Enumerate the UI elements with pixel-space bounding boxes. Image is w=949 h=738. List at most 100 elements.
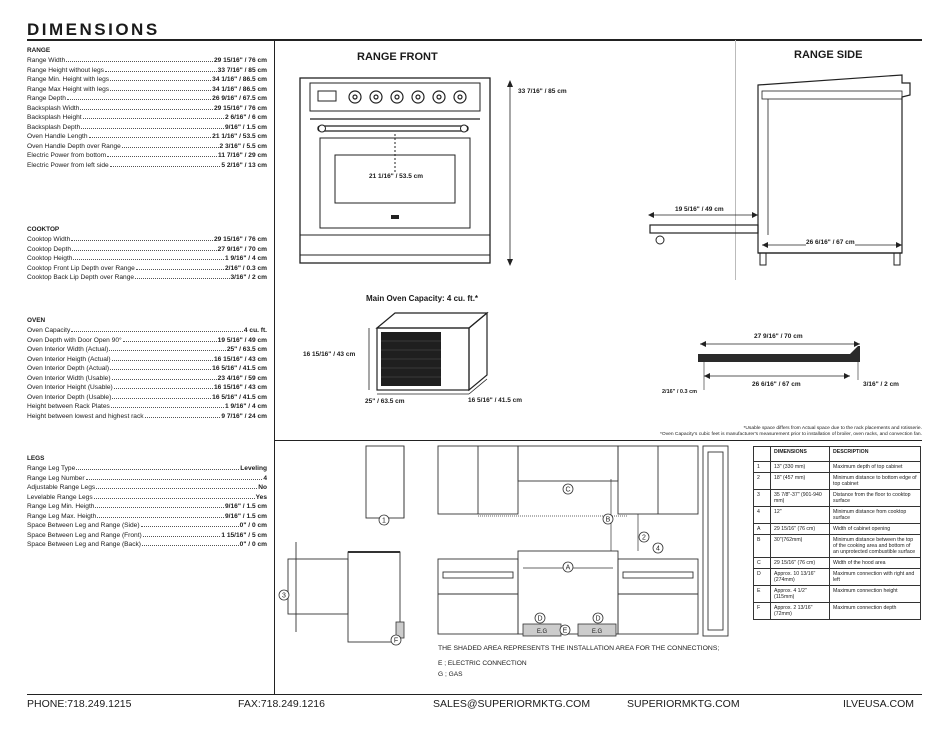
spec-row: Backsplash Depth 9/16" / 1.5 cm <box>27 123 267 133</box>
range-side-drawing <box>648 74 911 266</box>
side-body <box>757 74 911 254</box>
leader-dots <box>85 478 263 480</box>
spec-label: Space Between Leg and Range (Back) <box>27 541 141 548</box>
table-cell: D <box>753 568 771 586</box>
installation-drawing: 1 2 3 4 A B C D D E F E.G E.G <box>278 445 729 646</box>
marker-e-label: E <box>563 628 568 635</box>
table-header-cell <box>753 446 771 462</box>
spec-value: 1 9/16" / 4 cm <box>225 255 267 262</box>
marker-d-right <box>592 612 604 624</box>
range-side-title: RANGE SIDE <box>794 49 863 61</box>
cooktop-profile-drawing <box>698 341 860 390</box>
marker-d-left <box>534 612 546 624</box>
footer-rule <box>27 694 922 695</box>
table-cell: Maximum connection depth <box>829 602 921 620</box>
spec-row: Oven Interior Depth (Actual) 16 5/16" / 4… <box>27 364 267 374</box>
spec-label: Range Height without legs <box>27 66 104 74</box>
spec-label: Cooktop Front Lip Depth over Range <box>27 264 135 272</box>
spec-label: Range Leg Min. Heigth <box>27 503 95 510</box>
spec-row: Space Between Leg and Range (Front)1 15/… <box>27 531 267 541</box>
spec-label: Electric Power from bottom <box>27 152 107 159</box>
table-cell: Approx. 10 13/16" (274mm) <box>770 568 830 586</box>
spec-row: Electric Power from bottom 11 7/16" / 29 … <box>27 151 267 161</box>
spec-value: 2 3/16" / 5.5 cm <box>219 142 267 150</box>
page-title: DIMENSIONS <box>27 20 160 39</box>
spec-value: 21 1/16" / 53.5 cm <box>212 133 267 140</box>
panel-indicator <box>317 90 337 102</box>
table-cell: Width of the hood area <box>829 557 921 569</box>
marker-a-label: A <box>566 565 571 572</box>
table-cell: 4 <box>753 506 771 524</box>
spec-value: Leveling <box>240 465 267 472</box>
leader-dots <box>97 516 225 518</box>
spec-label: Backsplash Depth <box>27 123 81 131</box>
table-cell: Approx. 4 1/2" (115mm) <box>770 585 830 603</box>
table-cell: 35 7/8"-37" (901-940 mm) <box>770 489 830 507</box>
footer-website-ilve[interactable]: ILVEUSA.COM <box>843 698 914 710</box>
spec-value: 27 9/16" / 70 cm <box>217 245 267 253</box>
spec-label: Space Between Leg and Range (Side) <box>27 522 140 529</box>
marker-1 <box>378 514 390 526</box>
spec-value: 29 15/16" / 76 cm <box>214 57 267 64</box>
eg-label-left: E.G <box>537 629 548 635</box>
spec-value: 16 5/16" / 41.5 cm <box>212 365 267 372</box>
spec-value: 9/16" / 1.5 cm <box>225 503 267 510</box>
spec-label: Oven Interior Depth (Actual) <box>27 365 110 372</box>
marker-1-label: 1 <box>382 518 386 525</box>
spec-value: 29 15/16" / 76 cm <box>214 104 267 112</box>
spec-value: 9/16" / 1.5 cm <box>225 123 267 131</box>
spec-value: 16 5/16" / 41.5 cm <box>212 393 267 401</box>
spec-label: Cooktop Depth <box>27 245 71 253</box>
table-cell: Width of cabinet opening <box>829 523 921 535</box>
gas-legend: G ; GAS <box>438 671 463 678</box>
spec-row: Oven Depth with Door Open 90°19 5/16" / … <box>27 336 267 346</box>
leader-dots <box>110 369 212 370</box>
table-cell: A <box>753 523 771 535</box>
marker-e <box>559 624 571 636</box>
table-cell: 18" (457 mm) <box>770 472 830 490</box>
spec-row: Oven Interior Heigth (Actual)16 15/16" /… <box>27 355 267 365</box>
spec-value: 11 7/16" / 29 cm <box>218 152 267 159</box>
spec-label: Oven Interior Width (Actual) <box>27 346 109 353</box>
table-header-cell: DIMENSIONS <box>770 446 830 462</box>
capacity-width-dim: 25" / 63.5 cm <box>365 398 405 405</box>
spec-label: Oven Capacity <box>27 327 71 334</box>
marker-d-right-label: D <box>595 616 600 623</box>
range-body-outline <box>299 77 491 264</box>
marker-f <box>390 634 402 646</box>
shaded-area-note: THE SHADED AREA REPRESENTS THE INSTALLAT… <box>438 645 720 652</box>
leader-dots <box>110 80 212 81</box>
spec-label: Cooktop Width <box>27 236 71 243</box>
leader-dots <box>109 350 226 351</box>
leader-dots <box>112 397 212 399</box>
leader-dots <box>82 118 225 119</box>
table-cell: 3 <box>753 489 771 507</box>
spec-row: Space Between Leg and Range (Side)0" / 0… <box>27 521 267 531</box>
leader-dots <box>144 416 221 418</box>
table-cell: 29 15/16" (76 cm) <box>770 557 830 569</box>
marker-2 <box>638 531 650 543</box>
leader-dots <box>135 268 225 270</box>
footer-email[interactable]: SALES@SUPERIORMKTG.COM <box>433 698 591 710</box>
spec-label: Electric Power from left side <box>27 161 109 169</box>
spec-label: Range Width <box>27 57 66 64</box>
cooktop-slab <box>698 354 858 362</box>
capacity-depth-dim: 16 5/16" / 41.5 cm <box>468 397 523 404</box>
footer-website-superior[interactable]: SUPERIORMKTG.COM <box>627 698 740 710</box>
spec-value: 1 9/16" / 4 cm <box>225 403 267 410</box>
